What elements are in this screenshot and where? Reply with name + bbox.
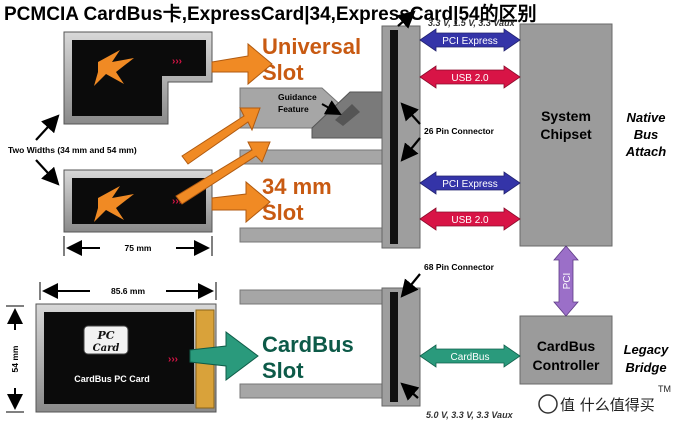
mm34-insert-arrow [211,180,271,224]
usb-label-top: USB 2.0 [451,73,489,84]
watermark-logo-icon [538,394,558,414]
guidance-label-line1: Guidance [278,92,317,102]
watermark-text: 值 什么值得买 [560,396,655,414]
voltage-bottom-label: 5.0 V, 3.3 V, 3.3 Vaux [426,410,514,420]
native-label-line2: Bus [634,127,659,142]
voltage-bottom-pointer [400,382,420,401]
system-chipset-box [519,23,613,247]
guidance-label-line2: Feature [278,104,309,114]
two-widths-label: Two Widths (34 mm and 54 mm) [8,145,137,155]
system-chipset-line1: System [541,108,591,124]
svg-text:›››: ››› [172,56,182,67]
cardbus-label: CardBus [451,352,490,363]
expresscard54-card: ››› [63,31,213,125]
universal-diagonal-arrow-bottom [175,141,271,205]
legacy-label-line1: Legacy [624,342,670,357]
usb-arrow-bottom: USB 2.0 [419,207,521,231]
cardbus-slot-line1: CardBus [262,332,354,357]
cardbus-controller-line1: CardBus [537,338,596,354]
cardbus-slot-bottom [239,383,383,399]
cardbus-controller-line2: Controller [533,357,600,373]
pcie-arrow-top: PCI Express [419,28,521,52]
pin26-label: 26 Pin Connector [424,126,495,136]
cardbus-pc-card: PC Card CardBus PC Card ››› [35,303,217,413]
native-label-line3: Attach [625,144,667,159]
watermark: 值 什么值得买 TM [538,384,671,414]
expresscard-connector-housing [381,25,421,249]
universal-insert-arrow [211,42,273,86]
two-widths-pointer-down [35,159,60,186]
expresscard34-card: ››› [63,169,213,233]
pc-card-logo-bottom: Card [93,343,120,354]
cardbus-slot-line2: Slot [262,358,304,383]
cardbus-connector-housing [381,287,421,407]
pin68-pointer [400,273,421,298]
universal-slot-line1: Universal [262,34,361,59]
dim54-label: 54 mm [10,345,20,372]
pcie-arrow-bottom: PCI Express [419,171,521,195]
pin26-pointer-up [400,102,421,125]
system-chipset-line2: Chipset [540,126,592,142]
usb-label-bottom: USB 2.0 [451,215,489,226]
cardbus-connector-pins [390,292,398,402]
universal-diagonal-arrow-top [181,107,261,165]
voltage-top-pointer [396,10,416,29]
mm34-slot-line2: Slot [262,200,304,225]
pc-card-logo [83,325,129,355]
legacy-label-line2: Bridge [625,360,666,375]
svg-text:›››: ››› [172,196,182,207]
pin68-label: 68 Pin Connector [424,262,495,272]
mm34-slot-body [239,227,383,243]
cardbus-insert-arrow [189,331,259,381]
two-widths-pointer-up [35,114,60,141]
flame-logo-top [94,50,134,86]
pin26-pointer-down [400,137,421,162]
native-label-line1: Native [626,110,665,125]
cardbus-slot-top [239,289,383,305]
universal-slot-body [239,87,383,165]
pci-arrow: PCI [553,245,579,317]
pci-label: PCI [562,273,573,290]
pcie-label-bottom: PCI Express [442,179,498,190]
guidance-pointer [321,100,342,115]
usb-arrow-top: USB 2.0 [419,65,521,89]
cardbus-arrow: CardBus [419,344,521,368]
expresscard-connector-pins [390,30,398,244]
voltage-top-label: 3.3 V, 1.5 V, 3.3 Vaux [428,18,516,28]
dim856-label: 85.6 mm [111,286,145,296]
svg-text:›››: ››› [168,354,178,365]
pcie-label-top: PCI Express [442,36,498,47]
mm34-slot-line1: 34 mm [262,174,332,199]
flame-logo-bottom [94,186,134,222]
pc-card-logo-top: PC [96,329,114,342]
cardbus-controller-box [519,315,613,385]
pc-card-name: CardBus PC Card [74,374,150,384]
trademark-label: TM [658,384,671,394]
dim75-label: 75 mm [125,243,152,253]
